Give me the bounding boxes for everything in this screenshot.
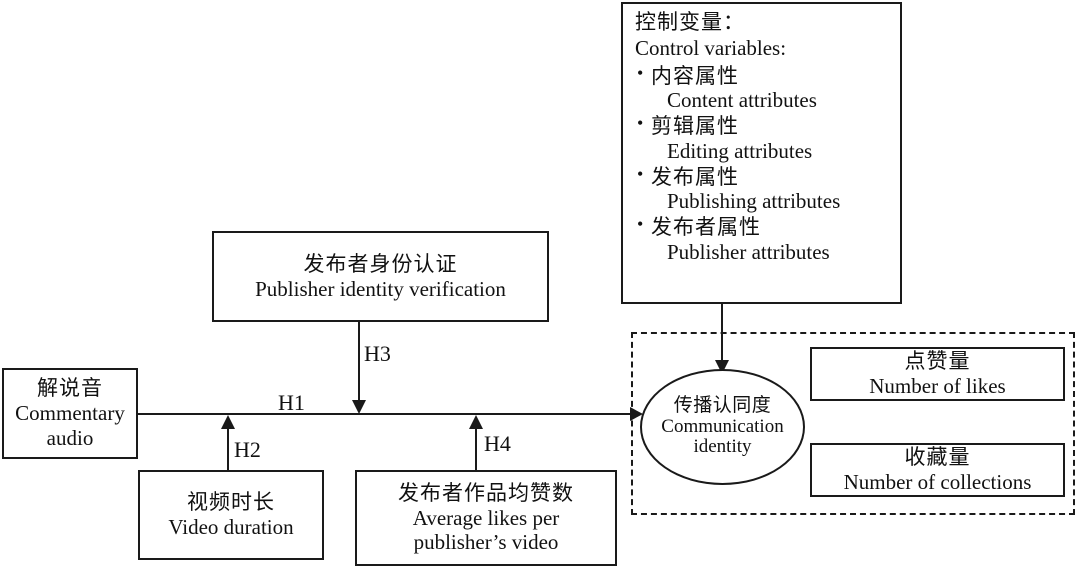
h2-connector-line [227, 428, 229, 470]
hypothesis-label-h4: H4 [484, 431, 511, 456]
commentary-audio-label-en-line1: Commentary [15, 401, 125, 426]
control-variables-box: 控制变量： Control variables: 内容属性 Content at… [621, 2, 902, 304]
h3-connector-line [358, 322, 360, 400]
control-variables-header-en: Control variables: [635, 35, 787, 60]
publisher-identity-label-en: Publisher identity verification [255, 276, 506, 301]
number-of-likes-box: 点赞量 Number of likes [810, 347, 1065, 401]
commentary-audio-label-en-line2: audio [46, 425, 94, 450]
number-of-collections-label-cn: 收藏量 [904, 445, 971, 470]
commentary-audio-label-cn: 解说音 [37, 376, 103, 401]
control-variable-label-cn: 内容属性 [637, 63, 890, 89]
video-duration-box: 视频时长 Video duration [138, 470, 324, 560]
average-likes-box: 发布者作品均赞数 Average likes per publisher’s v… [355, 470, 617, 566]
publisher-identity-label-cn: 发布者身份认证 [303, 251, 458, 276]
control-variable-item: 发布者属性 Publisher attributes [637, 214, 890, 265]
h2-arrowhead [221, 415, 235, 429]
h4-arrowhead [469, 415, 483, 429]
control-variable-label-en: Editing attributes [667, 138, 813, 163]
communication-identity-label-cn: 传播认同度 [673, 394, 772, 416]
number-of-collections-box: 收藏量 Number of collections [810, 443, 1065, 497]
h1-arrowhead [630, 407, 643, 421]
number-of-likes-label-cn: 点赞量 [904, 349, 971, 374]
h4-connector-line [475, 428, 477, 470]
video-duration-label-cn: 视频时长 [187, 490, 275, 515]
average-likes-label-en-line2: publisher’s video [413, 530, 559, 555]
control-variable-label-cn: 发布者属性 [637, 214, 890, 240]
control-variable-label-en: Publisher attributes [667, 239, 830, 264]
control-variable-item: 剪辑属性 Editing attributes [637, 113, 890, 164]
control-variable-item: 内容属性 Content attributes [637, 63, 890, 114]
communication-identity-ellipse: 传播认同度 Communication identity [640, 369, 805, 485]
communication-identity-label-en-line2: identity [693, 436, 752, 458]
number-of-collections-label-en: Number of collections [843, 470, 1032, 494]
control-variable-label-cn: 发布属性 [637, 164, 890, 190]
control-variable-item: 发布属性 Publishing attributes [637, 164, 890, 215]
publisher-identity-verification-box: 发布者身份认证 Publisher identity verification [212, 231, 549, 322]
video-duration-label-en: Video duration [168, 515, 294, 539]
control-variables-connector-line [721, 303, 723, 363]
h1-connector-line [138, 413, 638, 415]
h3-arrowhead [352, 400, 366, 414]
communication-identity-label-en-line1: Communication [661, 415, 784, 437]
control-variables-list: 内容属性 Content attributes 剪辑属性 Editing att… [635, 63, 890, 266]
average-likes-label-en-line1: Average likes per [412, 505, 560, 530]
control-variable-label-en: Content attributes [667, 88, 817, 113]
control-variables-header-cn: 控制变量： [635, 10, 745, 34]
commentary-audio-box: 解说音 Commentary audio [2, 368, 138, 459]
hypothesis-label-h3: H3 [364, 341, 391, 366]
hypothesis-label-h1: H1 [278, 390, 305, 415]
hypothesis-label-h2: H2 [234, 437, 261, 462]
number-of-likes-label-en: Number of likes [869, 374, 1006, 398]
outcome-dashed-region [631, 332, 1075, 515]
average-likes-label-cn: 发布者作品均赞数 [398, 480, 574, 505]
control-variable-label-en: Publishing attributes [667, 189, 841, 214]
control-variable-label-cn: 剪辑属性 [637, 113, 890, 139]
